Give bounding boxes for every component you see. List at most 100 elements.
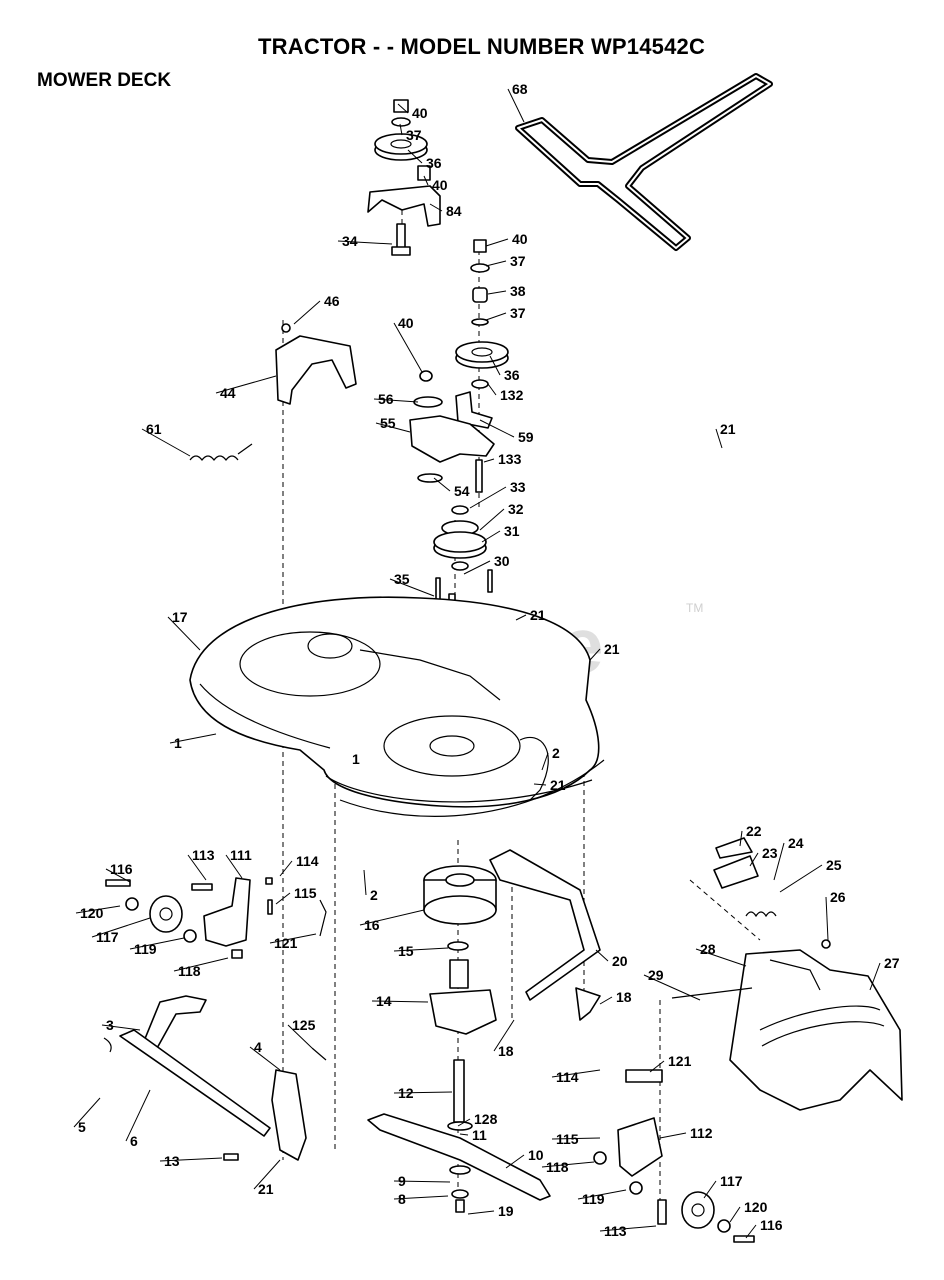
idler-arm <box>409 370 495 493</box>
callout-leader <box>167 616 201 651</box>
belt-guard <box>275 323 357 405</box>
callout-leader <box>249 1046 281 1071</box>
callout-leader <box>73 1097 101 1128</box>
deck-hangers <box>103 995 327 1161</box>
callout-leader <box>225 854 243 879</box>
callout-leader <box>269 933 317 944</box>
callout-leader <box>589 648 601 661</box>
callout-leader <box>533 783 547 786</box>
callout-label: 21 <box>258 1181 274 1197</box>
callout-label: 61 <box>146 421 162 437</box>
spindle-pulley <box>433 505 493 619</box>
callout-label: 27 <box>884 955 900 971</box>
callout-label: 118 <box>546 1159 569 1175</box>
callout-label: 12 <box>398 1085 414 1101</box>
callout-label: 40 <box>432 177 448 193</box>
baffle <box>489 849 601 1021</box>
callout-leader <box>551 1137 601 1140</box>
callout-leader <box>393 947 449 952</box>
callout-label: 40 <box>398 315 414 331</box>
discharge-chute <box>671 837 903 1111</box>
callout-label: 121 <box>274 935 298 951</box>
callout-label: 121 <box>668 1053 692 1069</box>
callout-label: 44 <box>220 385 236 401</box>
callout-leader <box>159 1157 223 1162</box>
callout-label: 113 <box>192 847 215 863</box>
callout-leader <box>75 905 121 914</box>
callout-leader <box>703 1180 717 1199</box>
callout-label: 34 <box>342 233 358 249</box>
callout-leader <box>869 962 881 991</box>
callout-label: 112 <box>690 1125 713 1141</box>
callout-leader <box>599 996 613 1005</box>
callout-leader <box>541 1161 595 1168</box>
callout-leader <box>485 260 507 267</box>
callout-label: 6 <box>130 1133 138 1149</box>
callout-label: 55 <box>380 415 396 431</box>
mower-blade <box>367 1113 551 1213</box>
callout-leader <box>825 896 829 941</box>
callout-leader <box>433 477 451 492</box>
callout-label: 18 <box>616 989 632 1005</box>
callout-label: 24 <box>788 835 804 851</box>
callout-leader <box>373 398 419 403</box>
callout-leader <box>371 1000 429 1003</box>
callout-leader <box>487 383 497 396</box>
callout-leader <box>287 1024 313 1049</box>
callout-leader <box>423 175 429 186</box>
callout-label: 8 <box>398 1191 406 1207</box>
callout-leader <box>169 733 217 744</box>
callout-leader <box>715 428 723 449</box>
callout-leader <box>773 842 785 881</box>
callout-label: 84 <box>446 203 462 219</box>
watermark-trademark: TM <box>686 601 703 615</box>
callout-leader <box>293 300 321 325</box>
callout-leader <box>489 355 501 376</box>
callout-leader <box>551 1069 601 1078</box>
callout-leader <box>745 1224 757 1239</box>
tension-spring <box>189 443 253 461</box>
callout-leader <box>125 1089 151 1142</box>
callout-label: 40 <box>512 231 528 247</box>
callout-leader <box>577 1189 627 1200</box>
callout-leader <box>399 123 403 136</box>
callout-leader <box>393 322 423 373</box>
callout-leader <box>479 508 505 531</box>
callout-label: 20 <box>612 953 628 969</box>
callout-label: 23 <box>762 845 778 861</box>
callout-label: 114 <box>296 853 319 869</box>
callout-leader <box>105 868 131 883</box>
callout-label: 120 <box>744 1199 768 1215</box>
callout-label: 5 <box>78 1119 86 1135</box>
callout-leader <box>659 1132 687 1139</box>
callout-leader <box>363 869 367 896</box>
section-title: MOWER DECK <box>37 70 172 91</box>
callout-label: 116 <box>110 861 133 877</box>
callout-label: 117 <box>96 929 119 945</box>
deck-mark: 1 <box>352 751 360 767</box>
callout-leader <box>467 1210 495 1215</box>
page-title: TRACTOR - - MODEL NUMBER WP14542C <box>258 34 706 59</box>
callout-label: 16 <box>364 917 380 933</box>
callout-leader <box>507 88 525 123</box>
callout-label: 37 <box>406 127 422 143</box>
callout-label: 118 <box>178 963 201 979</box>
callout-label: 1 <box>174 735 182 751</box>
callout-leader <box>599 1225 657 1232</box>
drive-belt <box>515 73 773 251</box>
callout-leader <box>479 419 515 438</box>
callout-label: 17 <box>172 609 188 625</box>
callout-label: 56 <box>378 391 394 407</box>
left-gauge-wheel <box>105 877 327 959</box>
callout-label: 22 <box>746 823 762 839</box>
callout-label: 21 <box>550 777 566 793</box>
callout-label: 46 <box>324 293 340 309</box>
right-gauge-wheel <box>593 1069 755 1243</box>
callout-leader <box>429 203 443 212</box>
callout-label: 14 <box>376 993 392 1009</box>
callout-leader <box>279 860 293 877</box>
callout-label: 37 <box>510 305 526 321</box>
callout-label: 36 <box>426 155 442 171</box>
callout-label: 115 <box>294 885 317 901</box>
